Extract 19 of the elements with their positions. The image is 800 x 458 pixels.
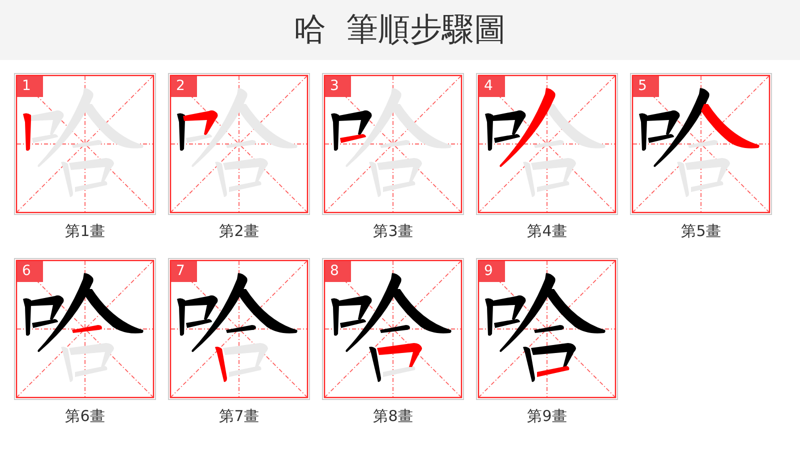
step-caption: 第7畫 [219,407,259,425]
step-number-badge: 5 [633,76,659,97]
step-caption: 第3畫 [373,222,413,240]
step-caption: 第9畫 [527,407,567,425]
step-caption: 第4畫 [527,222,567,240]
page-title: 哈 筆順步驟圖 [294,9,506,49]
step-number-badge: 2 [171,76,197,97]
step-caption: 第8畫 [373,407,413,425]
step-number-badge: 7 [171,261,197,282]
step-number-badge: 6 [17,261,43,282]
step-caption: 第5畫 [681,222,721,240]
step-number-badge: 1 [17,76,43,97]
step-number-badge: 8 [325,261,351,282]
step-caption: 第2畫 [219,222,259,240]
step-number-badge: 3 [325,76,351,97]
step-caption: 第6畫 [65,407,105,425]
step-number-badge: 9 [479,261,505,282]
step-number-badge: 4 [479,76,505,97]
step-caption: 第1畫 [65,222,105,240]
